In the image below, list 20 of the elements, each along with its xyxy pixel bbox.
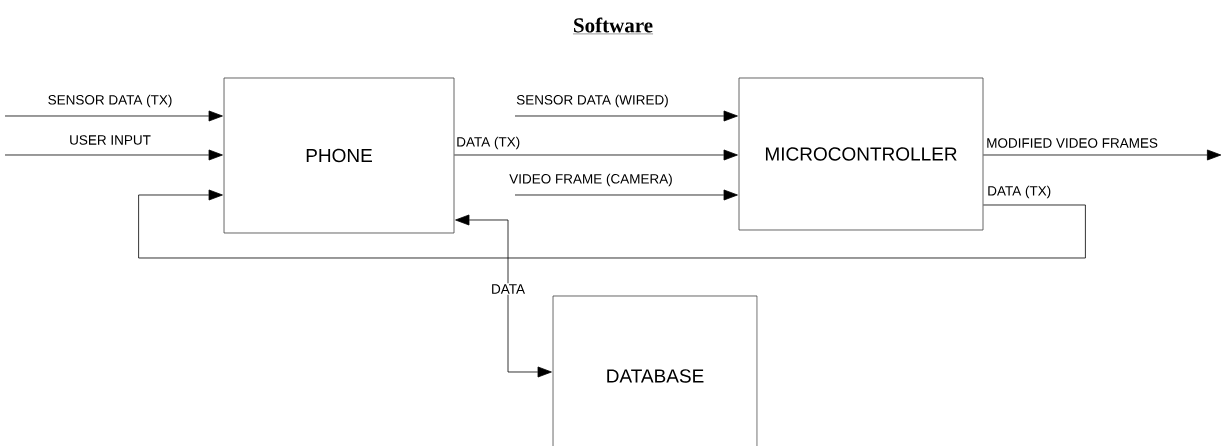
edge-label: SENSOR DATA (WIRED) — [515, 93, 670, 109]
arrow — [983, 149, 1222, 161]
edge-label: USER INPUT — [68, 134, 152, 146]
arrow — [138, 189, 1086, 259]
edge-label: DATA — [490, 283, 526, 295]
arrow — [454, 149, 738, 161]
edge-label: MODIFIED VIDEO FRAMES — [985, 137, 1159, 149]
block-box: MICROCONTROLLER — [738, 77, 984, 231]
arrow — [455, 214, 552, 378]
edge-label: DATA (TX) — [986, 184, 1053, 200]
block-box: PHONE — [223, 77, 455, 234]
arrow — [4, 149, 223, 161]
edge-label: DATA (TX) — [455, 135, 522, 151]
arrow — [514, 189, 738, 201]
arrow — [514, 110, 738, 122]
edge-label: SENSOR DATA (TX) — [46, 93, 174, 109]
edge-label: VIDEO FRAME (CAMERA) — [508, 172, 674, 188]
arrow — [4, 110, 223, 122]
block-box: DATABASE — [552, 295, 758, 446]
title: Software — [572, 17, 654, 35]
